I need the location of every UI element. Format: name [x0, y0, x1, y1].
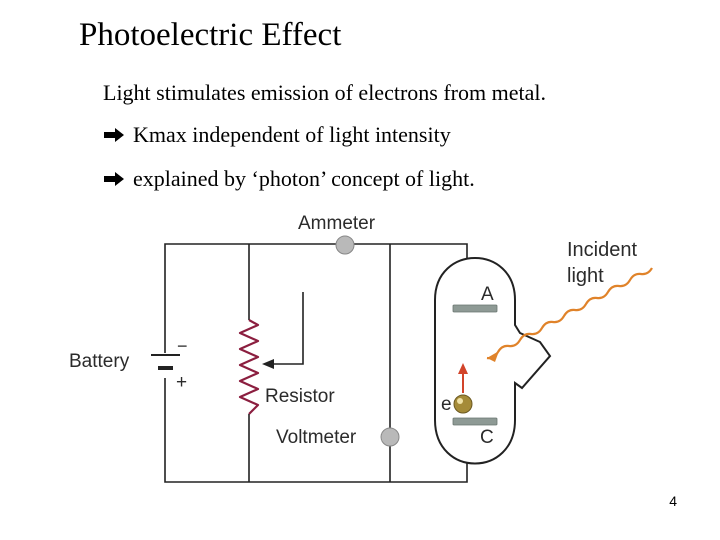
cathode-plate	[452, 417, 498, 426]
electron-ball	[453, 394, 473, 414]
bullet-3-text: explained by ‘photon’ concept of light.	[133, 166, 475, 191]
right-arrow-icon	[103, 167, 125, 186]
ammeter-label: Ammeter	[298, 213, 376, 234]
right-arrow-icon	[103, 123, 125, 142]
electron-arrow-head	[458, 363, 468, 374]
slide-title: Photoelectric Effect	[79, 17, 342, 53]
incident-light-label-line2: light	[567, 265, 604, 287]
incident-light-arrow-head	[487, 351, 499, 362]
bullet-2-text: Kmax independent of light intensity	[133, 122, 451, 147]
resistor-wiper-arrow	[262, 359, 274, 369]
battery-label: Battery	[69, 351, 130, 372]
incident-light-wave	[486, 267, 653, 360]
cathode-label: C	[480, 427, 494, 448]
battery-symbol	[151, 354, 180, 370]
anode-label: A	[481, 284, 494, 305]
voltmeter-dial	[380, 427, 400, 447]
bullet-1-text: Light stimulates emission of electrons f…	[103, 80, 546, 105]
electron-highlight	[457, 398, 463, 404]
battery-plus-label: +	[176, 372, 187, 393]
anode-plate	[452, 304, 498, 313]
resistor-label: Resistor	[265, 386, 335, 407]
ammeter-dial	[335, 235, 355, 255]
voltmeter-label: Voltmeter	[276, 427, 357, 448]
electron-label: e	[441, 394, 452, 415]
battery-minus-label: −	[177, 336, 188, 356]
bullet-1: Light stimulates emission of electrons f…	[103, 80, 546, 106]
slide-number: 4	[669, 493, 677, 509]
bullet-3: explained by ‘photon’ concept of light.	[103, 166, 475, 192]
incident-light-label-line1: Incident	[567, 239, 637, 261]
resistor-symbol	[238, 319, 260, 415]
bullet-2: Kmax independent of light intensity	[103, 122, 451, 148]
